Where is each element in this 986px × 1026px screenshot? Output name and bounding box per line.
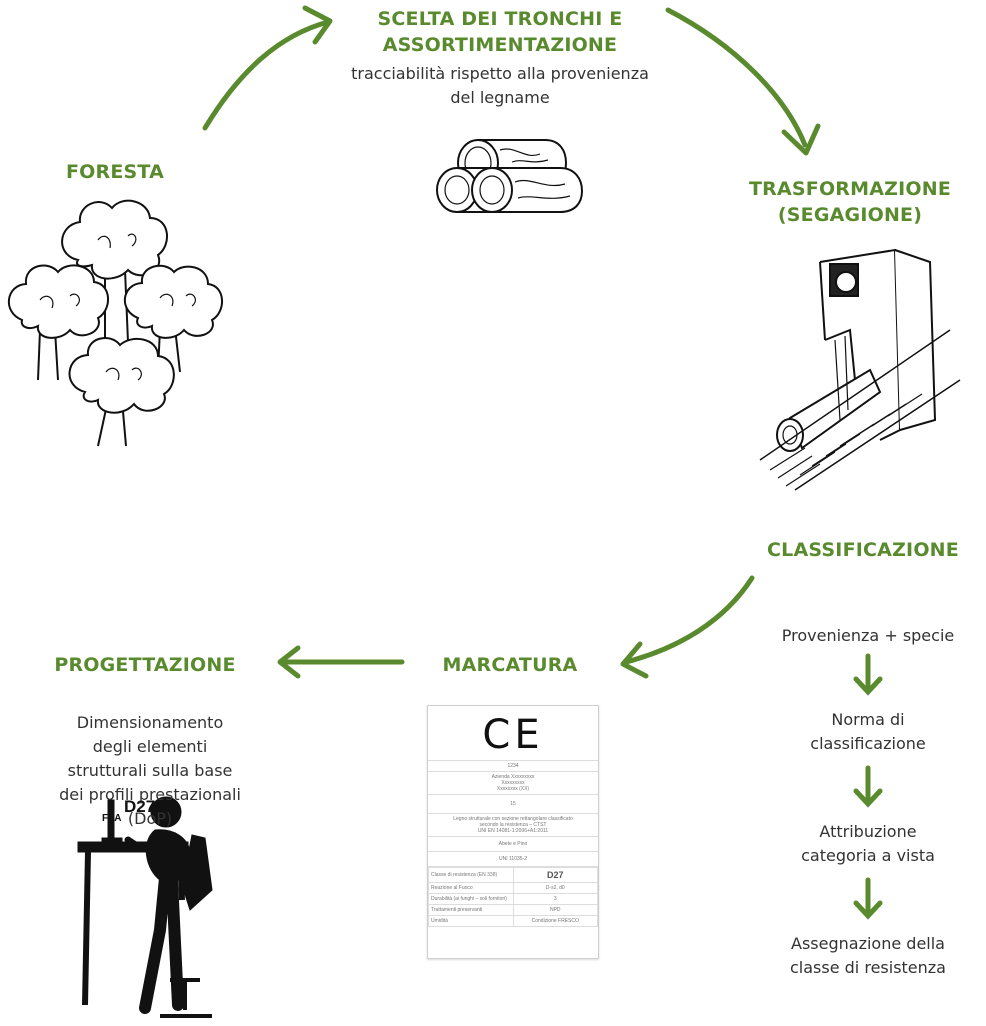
- label-product-1: Legno strutturale con sezione rettangola…: [453, 816, 573, 822]
- arrow-head-2: [781, 123, 821, 156]
- down-arrow-3: [853, 877, 883, 920]
- sawmill-icon: [759, 248, 961, 491]
- arrow-head-4: [277, 645, 301, 679]
- step-scelta-title: SCELTA DEI TRONCHI E ASSORTIMENTAZIONE: [330, 6, 670, 58]
- label-product-3: UNI EN 14081-1:2006+A1:2011: [477, 828, 549, 834]
- label-row: Durabilità (ai funghi – soli fornitori)3: [428, 893, 598, 905]
- screen-label-small: FLA: [102, 813, 122, 824]
- label-row-key: Umidità: [428, 915, 514, 927]
- label-row-key: Trattamenti preservanti: [428, 904, 514, 916]
- substep-3-line2: categoria a vista: [801, 846, 935, 865]
- arrow-head-3: [620, 641, 649, 679]
- step-classificazione-title: CLASSIFICAZIONE: [767, 539, 959, 561]
- step-scelta-desc-line1: tracciabilità rispetto alla provenienza: [351, 64, 649, 83]
- logs-icon: [436, 139, 584, 213]
- ce-mark: CE: [428, 710, 598, 761]
- step-progettazione-title: PROGETTAZIONE: [54, 654, 236, 676]
- label-company-3: Xxxxxxxx (XX): [496, 786, 530, 792]
- classificazione-substep-3: Attribuzione categoria a vista: [760, 820, 976, 868]
- label-row-value: D-s2, d0: [512, 882, 598, 894]
- label-company-1: Azienda Xxxxxxxxx: [491, 774, 535, 780]
- substep-4-line1: Assegnazione della: [791, 934, 945, 953]
- label-row-key: Durabilità (ai funghi – soli fornitori): [428, 893, 514, 905]
- label-product-2: secondo la resistenza – CTST: [479, 822, 547, 828]
- progettazione-desc-line: Dimensionamento: [76, 713, 224, 732]
- classificazione-substep-1: Provenienza + specie: [760, 624, 976, 648]
- classificazione-substep-4: Assegnazione della classe di resistenza: [760, 932, 976, 980]
- arrow-foresta-to-scelta: [202, 19, 331, 131]
- step-scelta-title-line2: ASSORTIMENTAZIONE: [382, 34, 618, 56]
- step-trasformazione-title: TRASFORMAZIONE (SEGAGIONE): [730, 176, 970, 228]
- arrow-scelta-to-trasformazione: [665, 7, 808, 148]
- classificazione-substep-2: Norma di classificazione: [760, 708, 976, 756]
- label-species: Abete e Pino: [428, 837, 598, 852]
- progettazione-desc-line: strutturali sulla base: [67, 761, 233, 780]
- arrow-head-1: [302, 5, 333, 45]
- label-row-value: D27: [512, 867, 598, 883]
- step-marcatura-title: MARCATURA: [442, 654, 578, 676]
- step-progettazione-desc: Dimensionamento degli elementi struttura…: [40, 711, 260, 831]
- label-row: Classe di resistenza (EN 338)D27: [428, 867, 598, 883]
- arrow-classificazione-to-marcatura: [623, 575, 755, 665]
- substep-4-line2: classe di resistenza: [790, 958, 946, 977]
- step-foresta-title: FORESTA: [65, 161, 164, 183]
- label-row-value: 3: [512, 893, 598, 905]
- label-company-2: Xxxxxxxxx: [501, 780, 525, 786]
- step-trasformazione-title-line2: (SEGAGIONE): [777, 204, 923, 226]
- designer-at-desk-icon: [77, 796, 213, 1018]
- label-norm: UNI 11035-2: [428, 852, 598, 867]
- down-arrow-1: [853, 653, 883, 696]
- step-scelta-desc-line2: del legname: [450, 88, 550, 107]
- step-scelta-desc: tracciabilità rispetto alla provenienza …: [320, 62, 680, 110]
- label-row-key: Reazione al Fuoco: [428, 882, 514, 894]
- step-trasformazione-title-line1: TRASFORMAZIONE: [748, 178, 952, 200]
- label-row-value: NPD: [512, 904, 598, 916]
- label-table: Classe di resistenza (EN 338)D27 Reazion…: [428, 867, 598, 927]
- label-product: Legno strutturale con sezione rettangola…: [428, 814, 598, 837]
- step-scelta-title-line1: SCELTA DEI TRONCHI E: [377, 8, 623, 30]
- substep-2-line1: Norma di: [831, 710, 905, 729]
- substep-3-line1: Attribuzione: [819, 822, 917, 841]
- label-row-value: Condizione FRESCO: [512, 915, 598, 927]
- progettazione-desc-line: (DoP): [127, 809, 173, 828]
- down-arrow-2: [853, 765, 883, 808]
- label-company: Azienda Xxxxxxxxx Xxxxxxxxx Xxxxxxxx (XX…: [428, 772, 598, 795]
- screen-label-big: D27: [124, 797, 156, 816]
- label-row-key: Classe di resistenza (EN 338): [428, 867, 514, 883]
- progettazione-desc-line: dei profili prestazionali: [59, 785, 241, 804]
- substep-1-line1: Provenienza + specie: [781, 626, 955, 645]
- progettazione-desc-line: degli elementi: [92, 737, 208, 756]
- ce-label-document: CE 1234 Azienda Xxxxxxxxx Xxxxxxxxx Xxxx…: [427, 705, 599, 959]
- label-year: 15: [428, 795, 598, 814]
- substep-2-line2: classificazione: [810, 734, 926, 753]
- forest-icon: [7, 199, 223, 447]
- label-code: 1234: [428, 761, 598, 772]
